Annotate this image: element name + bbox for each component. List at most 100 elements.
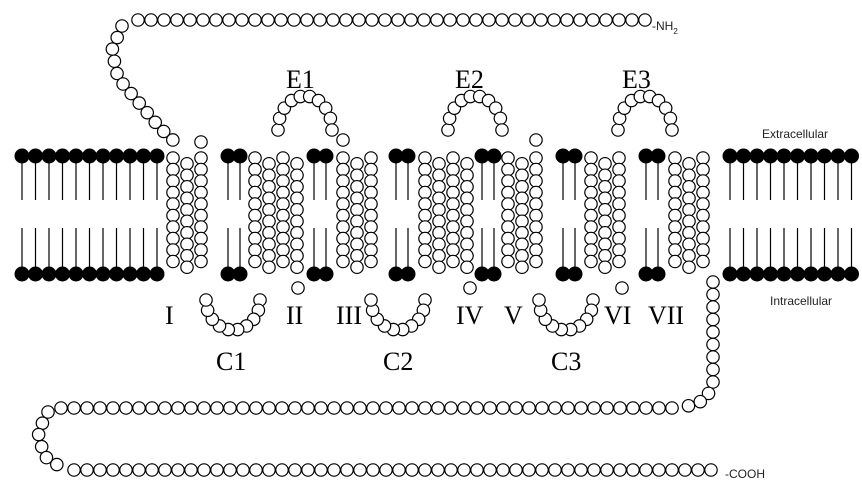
c-terminal-residue: [392, 463, 406, 477]
n-terminal-residue: [547, 13, 561, 27]
n-terminal-residue: [124, 86, 138, 101]
helix-2-residue: [262, 156, 276, 171]
helix-6-residue: [598, 225, 612, 240]
helix-7-residue: [668, 174, 682, 188]
n-terminal-residue: [248, 13, 262, 27]
tm-label-1: I: [165, 301, 174, 330]
helix-2-residue: [290, 248, 304, 263]
tm-label-4: IV: [456, 301, 484, 330]
lipid-head-outer: [122, 148, 138, 164]
helix-3-residue: [336, 220, 350, 234]
n-terminal-residue: [443, 13, 457, 27]
connector-residue: [336, 133, 350, 147]
helix-7-residue: [668, 208, 682, 223]
helix-3-residue: [350, 225, 364, 240]
helix-3-residue: [364, 151, 378, 165]
helix-7-residue: [668, 243, 682, 257]
c-terminal-residue: [301, 463, 315, 477]
helix-1-residue: [180, 179, 194, 194]
c-terminal-residue: [236, 401, 250, 415]
helix-6-residue: [584, 220, 598, 234]
lipid-head-inner: [41, 266, 57, 282]
helix-1-residue: [180, 202, 194, 217]
c-terminal-residue: [158, 463, 172, 477]
lipid-head-outer: [790, 148, 805, 164]
lipid-head-inner: [763, 266, 778, 282]
helix-4-residue: [418, 151, 432, 165]
helix-2-residue: [276, 162, 290, 177]
helix-1-residue: [194, 254, 208, 269]
helix-3-residue: [350, 260, 364, 275]
lipid-head-inner: [14, 266, 30, 282]
n-terminal-residue: [378, 13, 392, 27]
lipid-bilayer: [14, 148, 859, 282]
helix-5-residue: [529, 243, 543, 257]
c-terminal-residue: [626, 463, 640, 477]
lipid-head-inner: [817, 266, 832, 282]
helix-1-residue: [180, 168, 194, 183]
helix-7-residue: [668, 220, 682, 234]
helix-1-residue: [180, 214, 194, 229]
lipid-head-inner: [749, 266, 765, 282]
helix-3-residue: [364, 162, 378, 177]
loop-e1-residue: [323, 111, 338, 126]
helix-4-residue: [418, 208, 432, 223]
c-terminal-residue: [353, 401, 367, 415]
lipid-head-outer: [318, 148, 334, 164]
helix-2-residue: [262, 237, 276, 252]
n-terminal-residue: [573, 13, 587, 27]
helix-2-residue: [290, 191, 304, 206]
loop-label-e3: E3: [622, 65, 651, 94]
helix-7-residue: [696, 231, 710, 246]
c-terminal-residue: [652, 401, 666, 415]
loop-label-e1: E1: [286, 65, 315, 94]
tm-label-6: VI: [604, 301, 631, 330]
helix-6-residue: [584, 197, 598, 211]
connector-residue: [463, 281, 477, 295]
helix-2-residue: [262, 248, 276, 263]
lipid-head-outer: [14, 148, 30, 164]
lipid-head-outer: [28, 148, 43, 164]
n-terminal-residue: [456, 13, 470, 27]
helix-7-residue: [682, 237, 696, 252]
n-terminal-residue: [326, 13, 340, 27]
helix-3-residue: [336, 231, 350, 246]
helix-3-residue: [336, 243, 350, 257]
helix-2-residue: [248, 185, 262, 200]
helix-3-residue: [350, 168, 364, 183]
helix-6-residue: [612, 174, 626, 188]
c-terminal-residue: [405, 463, 419, 477]
c-terminal-residue: [301, 401, 315, 415]
c-terminal-residue: [548, 401, 562, 415]
n-terminal-residue: [586, 13, 600, 27]
helix-5-residue: [501, 197, 515, 211]
c-terminal-residue: [93, 463, 107, 477]
c-terminal-residue: [678, 463, 692, 477]
loop-label-c3: C3: [551, 347, 581, 376]
lipid-head-outer: [400, 148, 416, 164]
helix-4-residue: [460, 179, 474, 194]
helix-2-residue: [290, 214, 304, 229]
helix-2-residue: [262, 202, 276, 217]
helix-7-residue: [682, 248, 696, 263]
c-terminal-residue: [223, 401, 237, 415]
lipid-head-outer: [830, 148, 846, 164]
c-terminal-residue: [701, 386, 716, 401]
c-terminal-residue: [119, 401, 133, 415]
c-terminal-residue: [41, 405, 55, 419]
lipid-head-outer: [844, 148, 859, 164]
connector-residue: [291, 281, 305, 295]
lipid-head-outer: [567, 148, 583, 164]
helix-4-residue: [460, 191, 474, 206]
helix-3-residue: [364, 231, 378, 246]
c-terminal-residue: [470, 463, 484, 477]
helix-1-residue: [180, 260, 194, 275]
lipid-head-inner: [803, 266, 819, 282]
c-terminal-residue: [522, 401, 536, 415]
n-terminal-residue: [417, 13, 431, 27]
c-terminal-residue: [158, 401, 172, 415]
c-terminal-residue: [613, 463, 627, 477]
n-terminal-residue: [105, 42, 120, 56]
lipid-head-inner: [232, 266, 248, 282]
helix-7-residue: [682, 214, 696, 229]
